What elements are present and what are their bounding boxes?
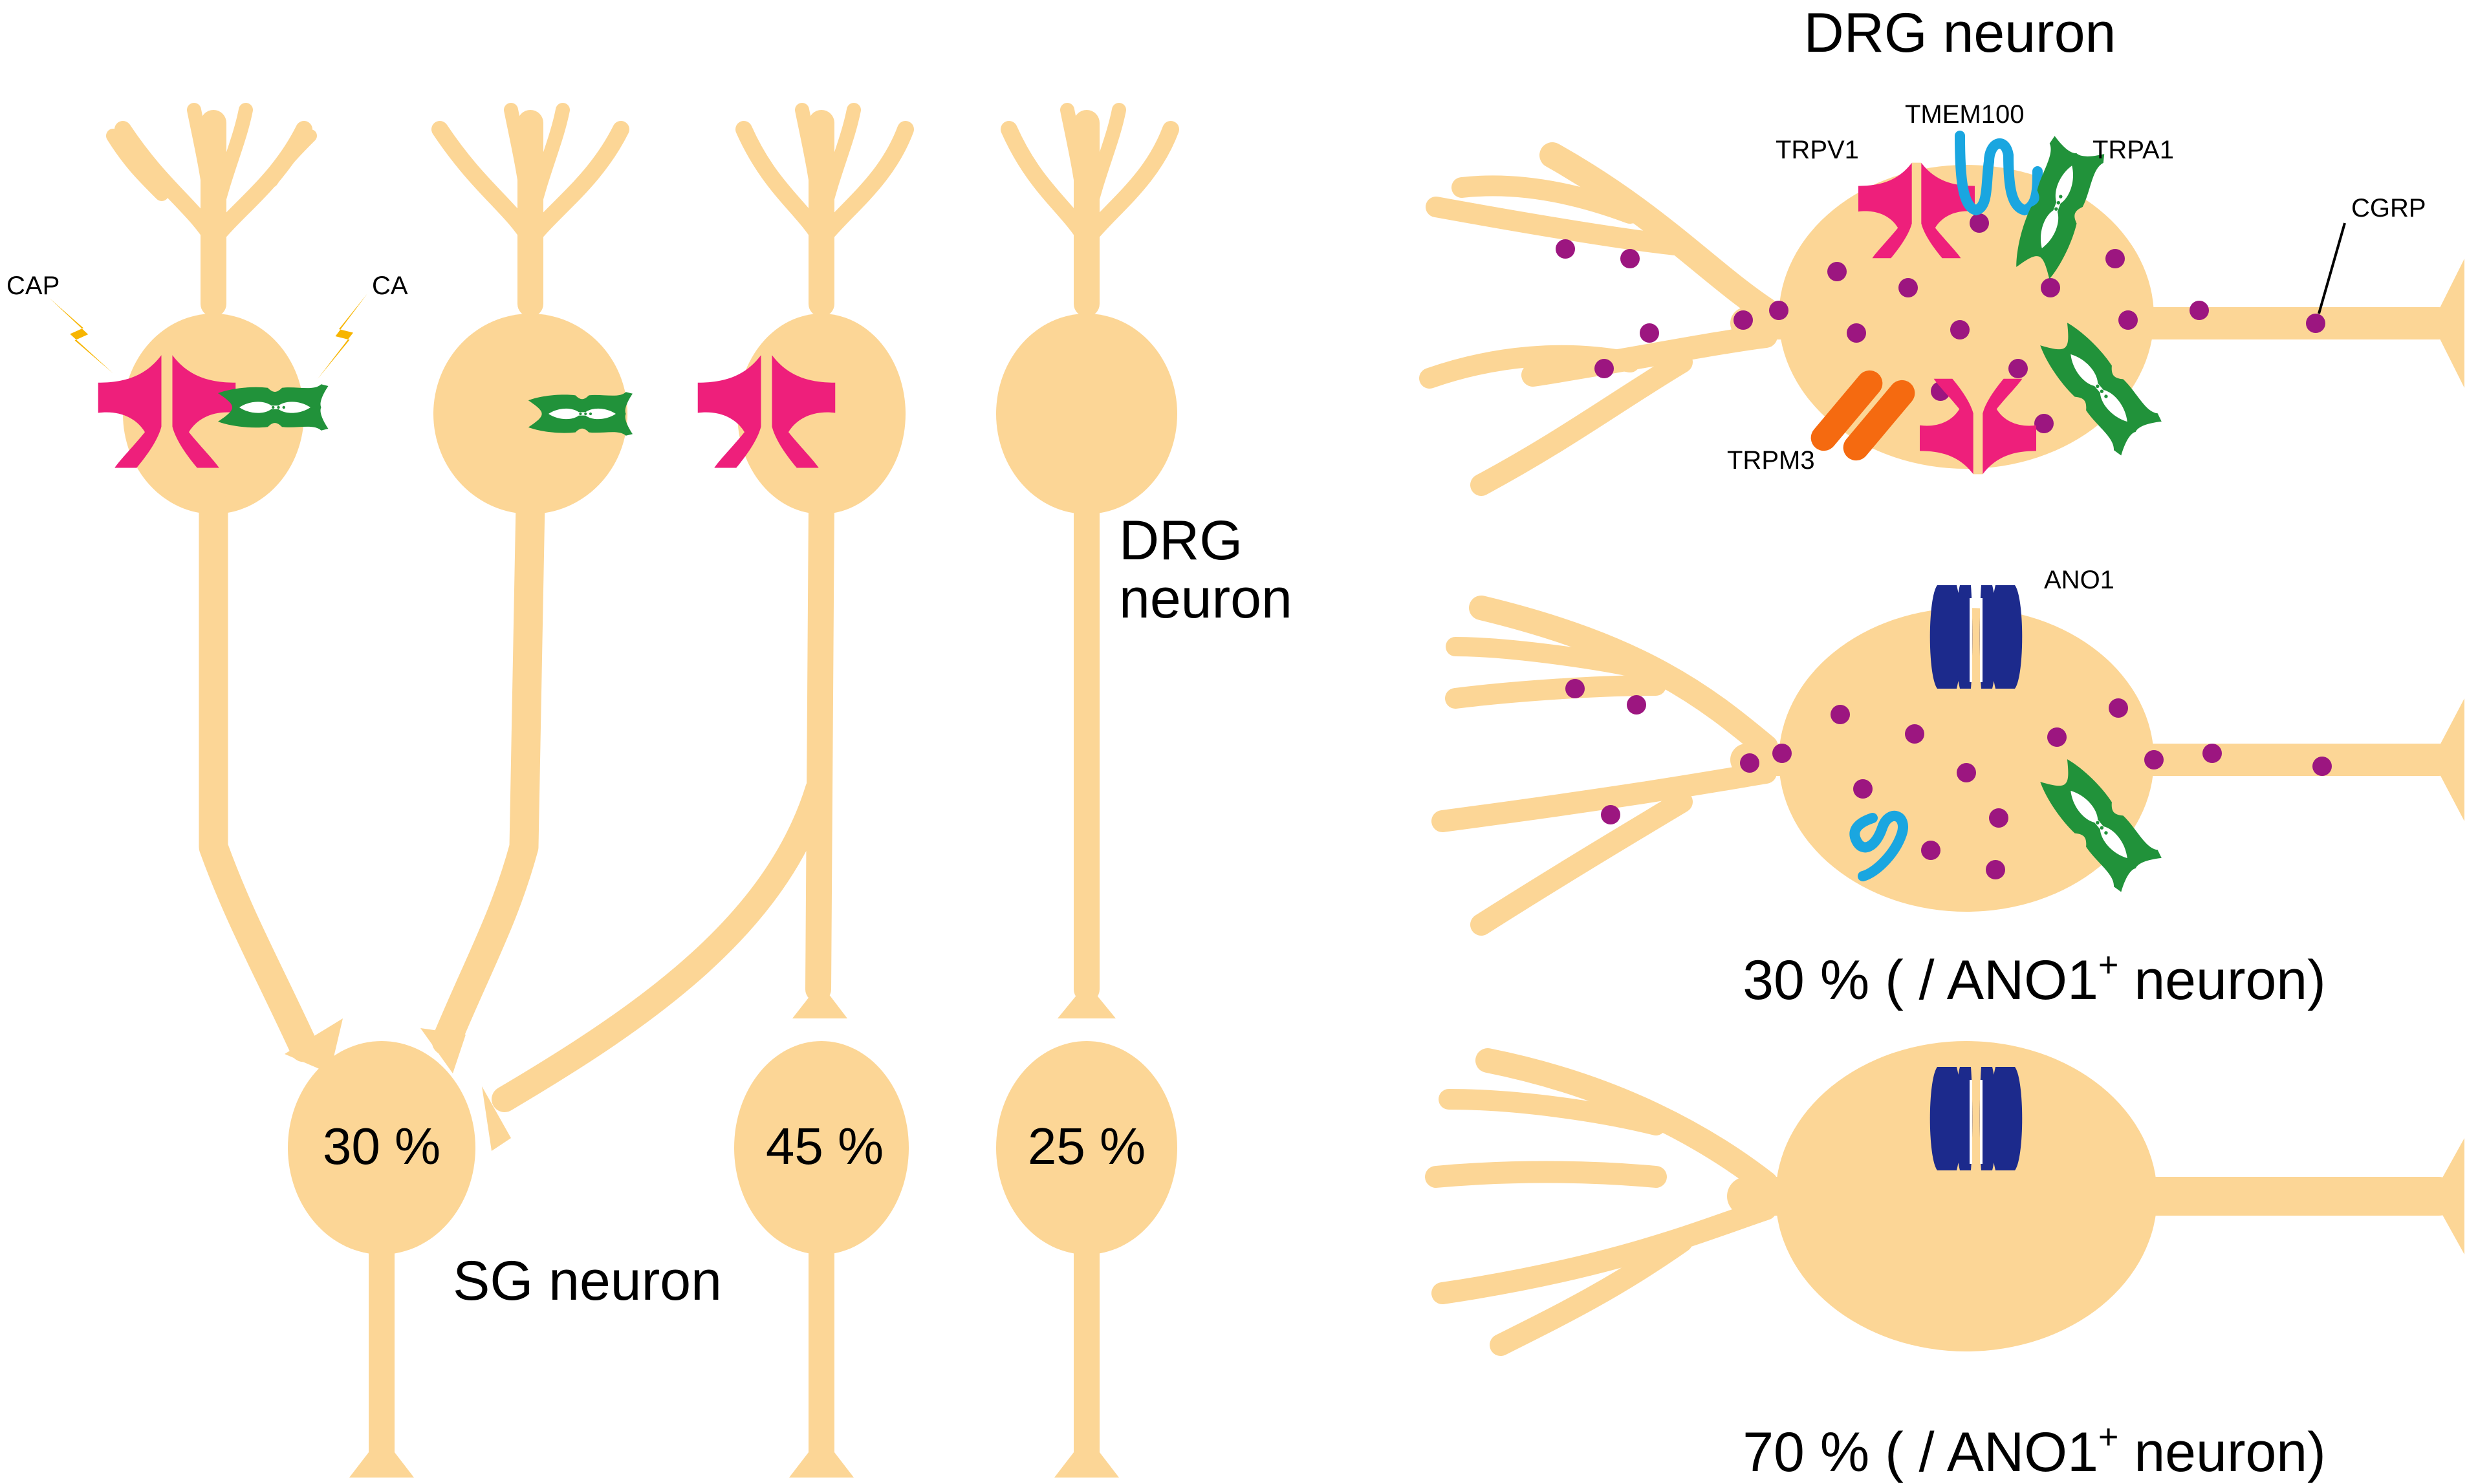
tmem100-protein-icon xyxy=(1955,131,2043,216)
left-panel: CAP CA 30 % 45 % 25 % DRG neuron SG neur… xyxy=(6,103,1292,1478)
drg-neuron-2 xyxy=(420,103,629,1073)
cgrp-dots-middle xyxy=(1565,679,2332,879)
lightning-bolt-icon xyxy=(318,294,367,379)
drg-neuron-1 xyxy=(106,103,343,1073)
drg-neuron-ano1-only xyxy=(1425,1041,2464,1356)
cgrp-pointer-line xyxy=(2318,222,2346,314)
sg-neuron-3 xyxy=(996,1041,1177,1478)
sg-percent-2: 45 % xyxy=(766,1117,884,1175)
right-title: DRG neuron xyxy=(1804,2,2116,64)
cgrp-dots-top xyxy=(1556,213,2325,433)
sg-percent-1: 30 % xyxy=(323,1117,440,1175)
ano1-label: ANO1 xyxy=(2044,566,2114,594)
sg-label: SG neuron xyxy=(453,1250,722,1312)
drg-neuron-full xyxy=(1419,142,2464,496)
sg-neuron-2 xyxy=(734,1041,909,1478)
drg-label-line1: DRG xyxy=(1119,510,1243,572)
tmem100-label: TMEM100 xyxy=(1905,100,2025,129)
sg-percent-3: 25 % xyxy=(1028,1117,1146,1175)
caption-70: 70 % ( / ANO1+ neuron) xyxy=(1743,1417,2326,1483)
drg-label-line2: neuron xyxy=(1119,568,1292,630)
trpm3-label: TRPM3 xyxy=(1727,446,1815,475)
trpv1-label: TRPV1 xyxy=(1776,136,1859,164)
cap-label: CAP xyxy=(6,272,60,300)
cgrp-label: CGRP xyxy=(2351,194,2426,222)
drg-neuron-3 xyxy=(482,103,914,1151)
lightning-bolt-icon xyxy=(49,289,113,382)
tmem100-protein-icon xyxy=(1849,810,1908,881)
sg-neuron-1 xyxy=(288,1041,475,1478)
trpm3-channel-icon xyxy=(1810,370,1915,461)
right-panel: DRG neuron xyxy=(1419,2,2464,1483)
drg-neuron-4 xyxy=(996,103,1179,1018)
caption-30: 30 % ( / ANO1+ neuron) xyxy=(1743,945,2326,1011)
ca-label: CA xyxy=(372,272,408,300)
trpa1-label: TRPA1 xyxy=(2092,136,2174,164)
